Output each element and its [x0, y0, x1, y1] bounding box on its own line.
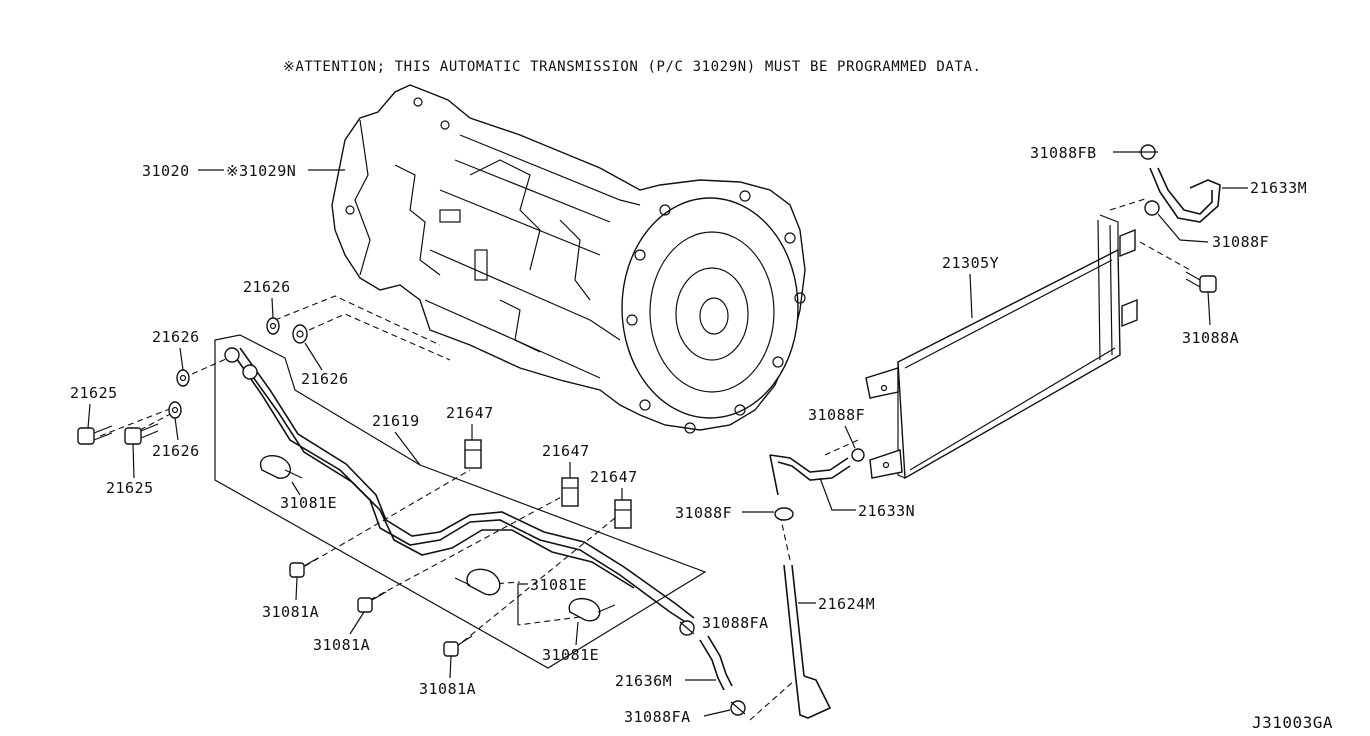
washer-21626-b[interactable]	[292, 324, 308, 344]
clip-21647-b[interactable]	[561, 477, 579, 507]
label-21633n: 21633N	[858, 502, 915, 520]
label-21633m: 21633M	[1250, 179, 1307, 197]
clip-21647-a[interactable]	[464, 439, 482, 469]
hose-21636m[interactable]	[699, 635, 733, 691]
label-31088f-a: 31088F	[675, 504, 732, 522]
label-31081a-a: 31081A	[262, 603, 319, 621]
clamp-31088fb[interactable]	[1138, 144, 1158, 160]
clip-21647-c[interactable]	[614, 499, 632, 529]
label-31088fa-b: 31088FA	[624, 708, 691, 726]
label-31029n: ※31029N	[226, 162, 296, 180]
label-31081e-b: 31081E	[530, 576, 587, 594]
label-31088f-c: 31088F	[1212, 233, 1269, 251]
bolt-21625-a[interactable]	[77, 425, 113, 445]
hose-21633m[interactable]	[1149, 167, 1221, 223]
clamp-31081e-b[interactable]	[454, 568, 501, 596]
label-21619: 21619	[372, 412, 420, 430]
attention-note: ※ATTENTION; THIS AUTOMATIC TRANSMISSION …	[283, 59, 982, 75]
oil-cooler-21305y[interactable]	[865, 214, 1138, 480]
bolt-31088a[interactable]	[1185, 271, 1217, 293]
washer-21626-c[interactable]	[176, 369, 190, 387]
washer-21626-a[interactable]	[266, 317, 280, 335]
label-21626-a: 21626	[243, 278, 291, 296]
clamp-31088f-a[interactable]	[774, 507, 794, 521]
bolt-21625-b[interactable]	[124, 423, 159, 445]
label-21626-c: 21626	[152, 328, 200, 346]
bolt-31081a-a[interactable]	[289, 557, 319, 578]
label-21625-a: 21625	[70, 384, 118, 402]
label-21647-c: 21647	[590, 468, 638, 486]
label-31088f-b: 31088F	[808, 406, 865, 424]
bolt-31081a-c[interactable]	[443, 635, 473, 657]
label-31081e-a: 31081E	[280, 494, 337, 512]
transmission-assembly[interactable]	[331, 84, 806, 434]
label-31088fa-a: 31088FA	[702, 614, 769, 632]
washer-21626-d[interactable]	[168, 401, 182, 419]
label-21626-d: 21626	[152, 442, 200, 460]
label-21625-b: 21625	[106, 479, 154, 497]
clamp-31081e-a[interactable]	[259, 454, 303, 479]
hose-21633n[interactable]	[769, 454, 851, 496]
label-21636m: 21636M	[615, 672, 672, 690]
label-21305y: 21305Y	[942, 254, 999, 272]
label-31081a-c: 31081A	[419, 680, 476, 698]
label-31088fb: 31088FB	[1030, 144, 1097, 162]
clamp-31081e-c[interactable]	[568, 597, 616, 622]
label-21624m: 21624M	[818, 595, 875, 613]
label-31088a: 31088A	[1182, 329, 1239, 347]
oil-cooler-tube-21619[interactable]	[224, 347, 695, 626]
hose-21624m[interactable]	[783, 564, 832, 719]
label-31081e-c: 31081E	[542, 646, 599, 664]
clamp-31088f-b[interactable]	[851, 448, 865, 462]
bolt-31081a-b[interactable]	[357, 591, 387, 613]
label-21626-b: 21626	[301, 370, 349, 388]
diagram-code: J31003GA	[1252, 713, 1333, 732]
label-31081a-b: 31081A	[313, 636, 370, 654]
label-21647-b: 21647	[542, 442, 590, 460]
clamp-31088fa-a[interactable]	[679, 620, 695, 636]
clamp-31088f-c[interactable]	[1144, 200, 1160, 216]
clamp-31088fa-b[interactable]	[730, 700, 746, 716]
label-21647-a: 21647	[446, 404, 494, 422]
label-31020: 31020	[142, 162, 190, 180]
